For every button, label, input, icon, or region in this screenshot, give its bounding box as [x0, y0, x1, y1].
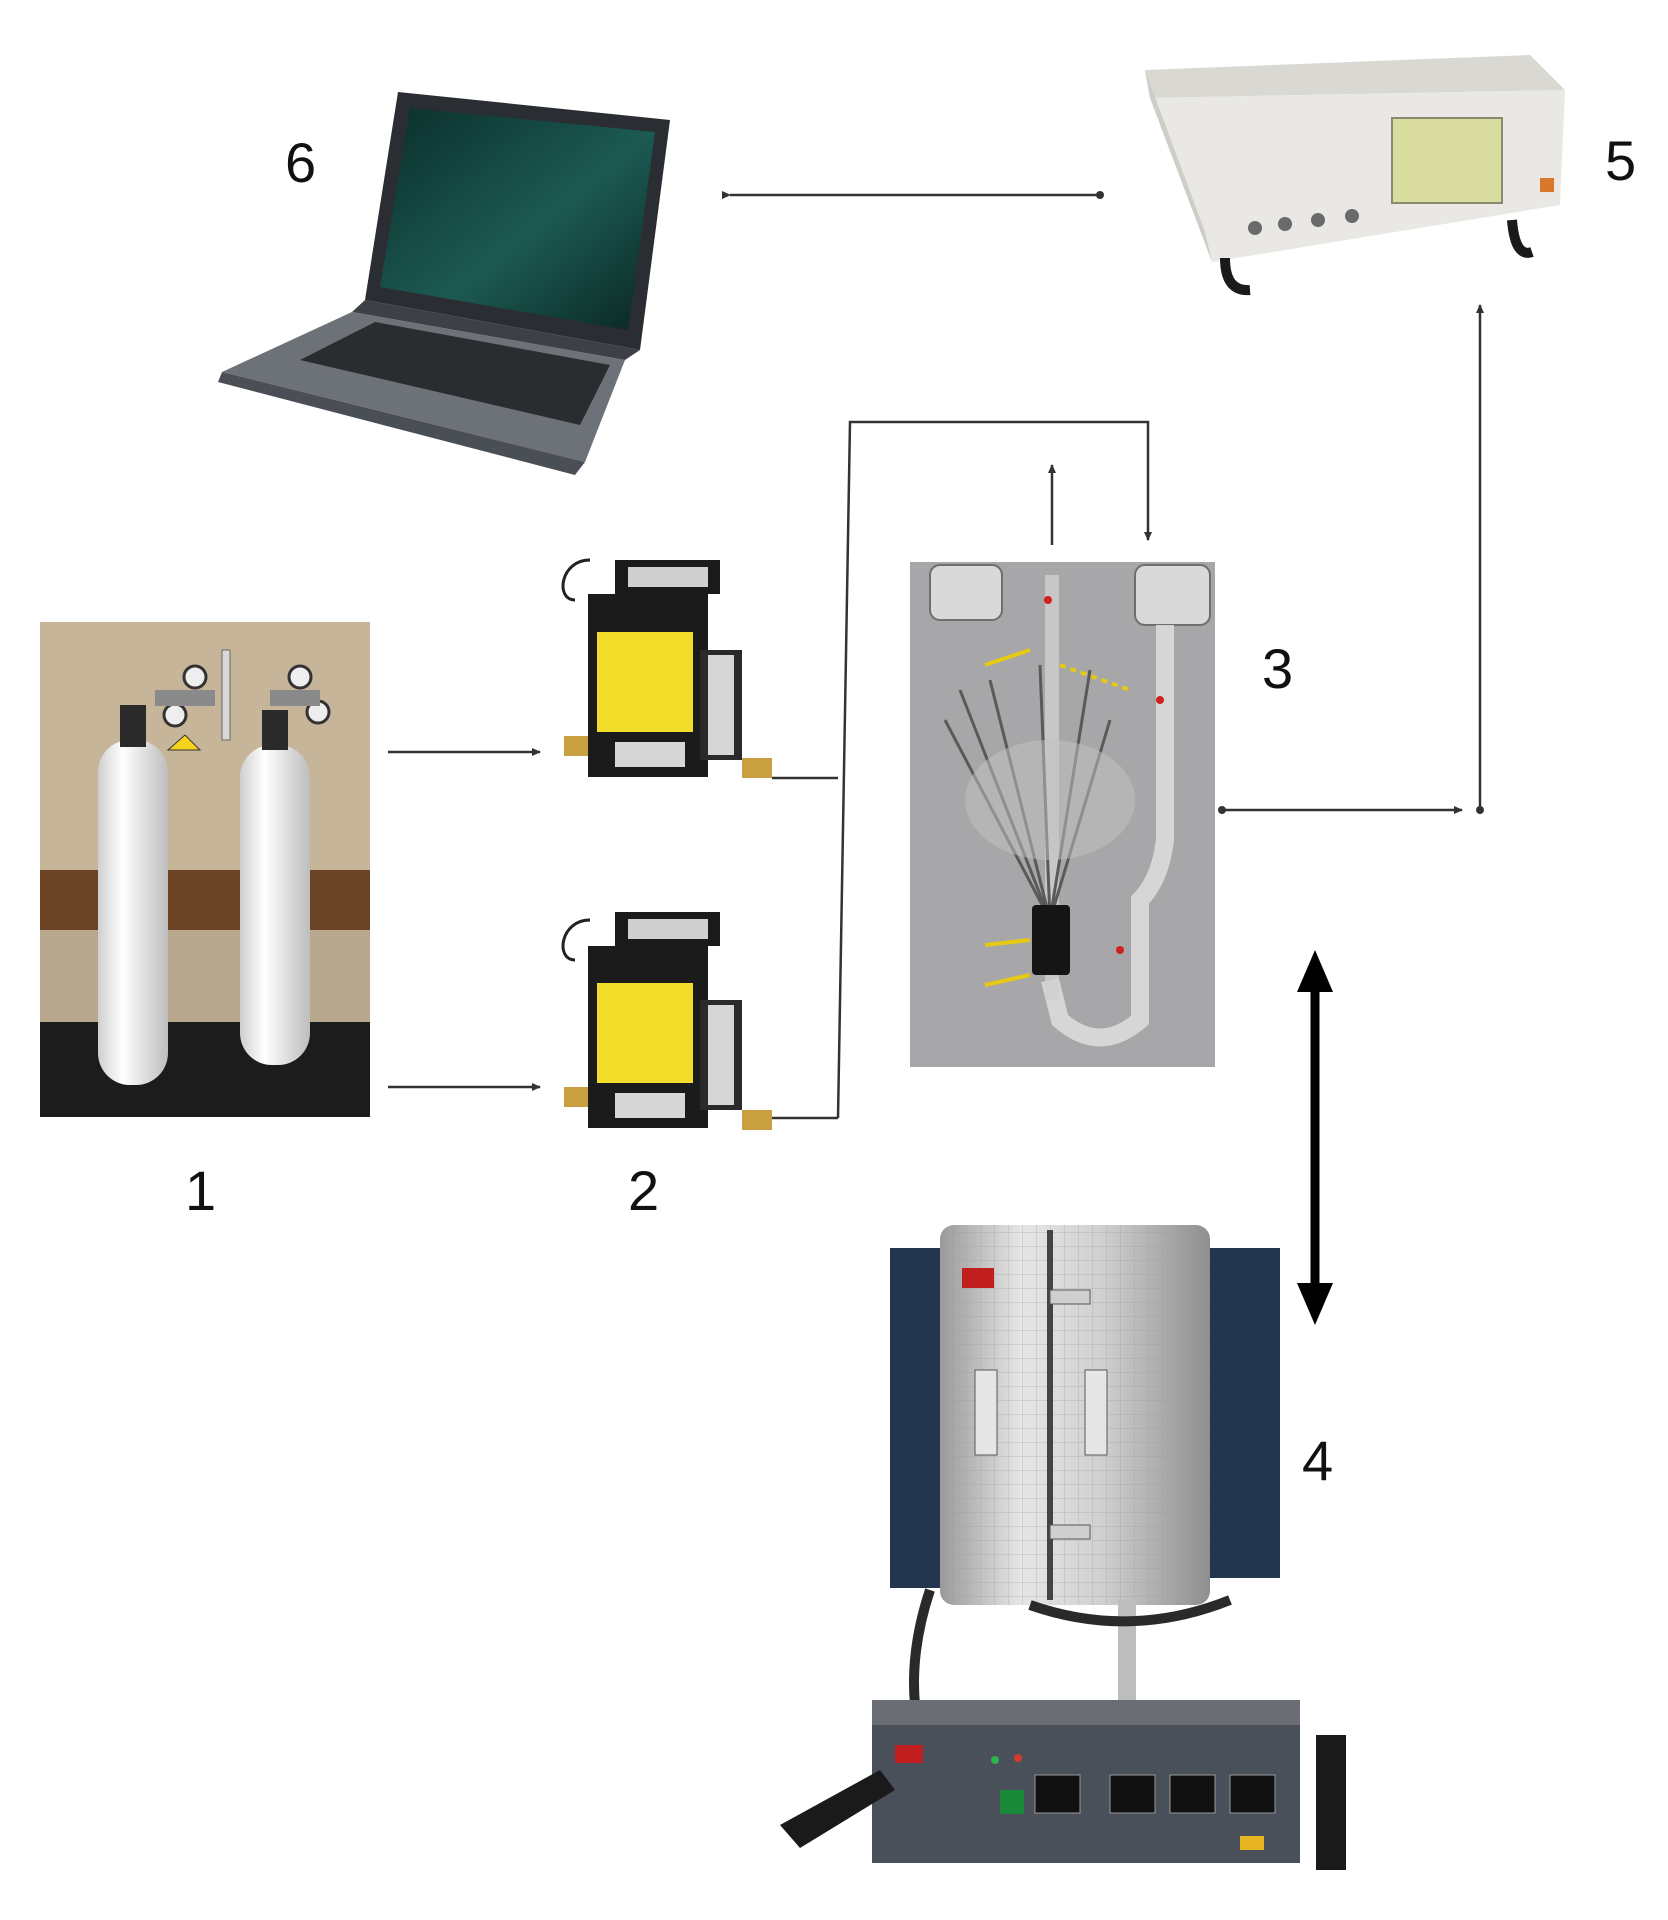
label-laptop: 6 [285, 131, 316, 194]
laptop-image [218, 92, 670, 475]
label-tube-furnace: 4 [1302, 1429, 1333, 1492]
label-gas-cylinders: 1 [185, 1159, 216, 1222]
gas-manifold [836, 420, 1152, 1119]
gas-cylinders-image [40, 622, 370, 1117]
connection-lines [388, 191, 1484, 1120]
impedance-analyzer-image [1145, 55, 1565, 296]
label-impedance-analyzer: 5 [1605, 129, 1636, 192]
sensor-chamber-image [910, 562, 1215, 1067]
chamber-furnace-double-arrow [1297, 950, 1333, 1325]
tube-furnace-image [780, 1225, 1346, 1870]
mass-flow-controller-bottom [561, 912, 772, 1130]
label-sensor-chamber: 3 [1262, 637, 1293, 700]
label-flow-controllers: 2 [628, 1159, 659, 1222]
mass-flow-controller-top [561, 558, 772, 778]
